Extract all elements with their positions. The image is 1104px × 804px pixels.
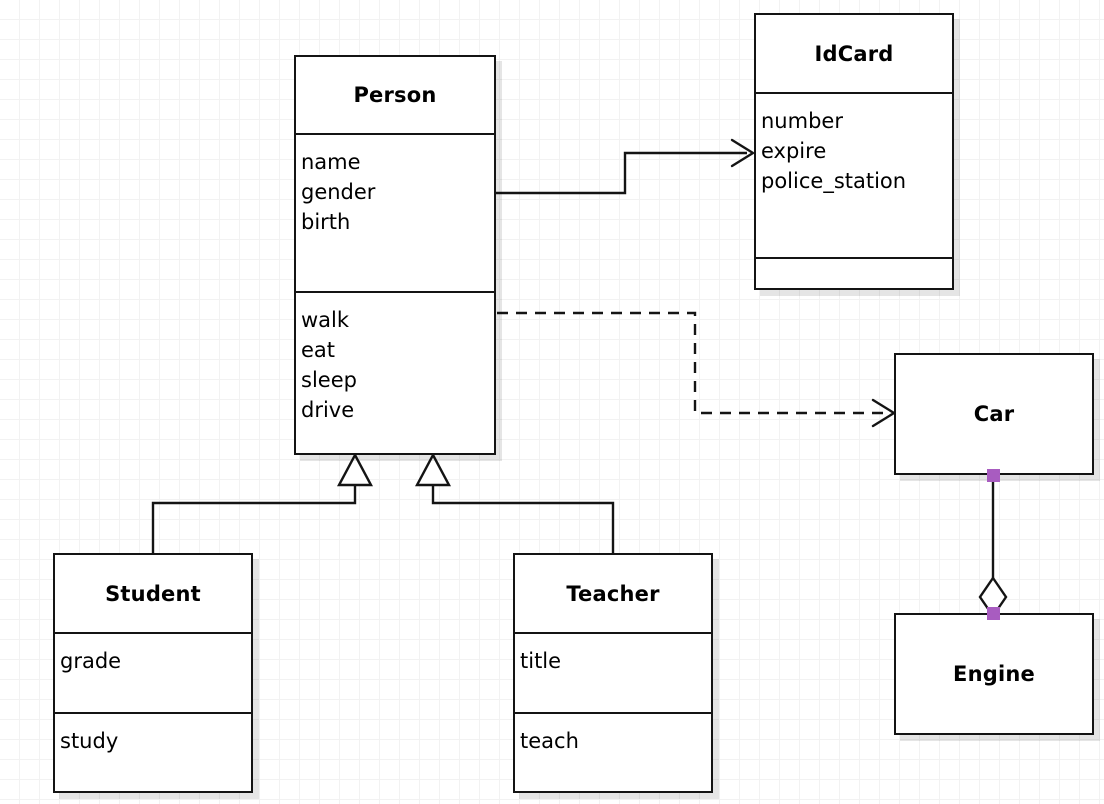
attribute-item: grade [60,649,122,673]
open-arrow-icon [730,138,755,168]
attributes-compartment: title [515,632,711,712]
operations-compartment: walk eat sleep drive [296,291,494,453]
class-box-idcard[interactable]: IdCard number expire police_station [754,13,954,290]
attribute-item: title [520,649,562,673]
class-name-person: Person [353,83,437,107]
operation-item: walk [301,308,350,332]
attribute-item: expire [761,139,827,163]
operations-compartment: teach [515,712,711,791]
attributes-compartment: number expire police_station [756,92,952,257]
class-title-band: Car [896,355,1092,473]
operations-compartment: study [55,712,251,791]
operation-item: teach [520,729,579,753]
operation-item: study [60,729,119,753]
class-name-car: Car [973,402,1015,426]
hollow-triangle-icon [337,452,373,487]
operation-item: eat [301,338,336,362]
attribute-item: police_station [761,169,907,193]
class-box-person[interactable]: Person name gender birth walk eat sleep … [294,55,496,455]
class-name-teacher: Teacher [566,581,660,606]
connection-port-engine[interactable] [987,607,1000,620]
attribute-item: number [761,109,843,133]
class-name-idcard: IdCard [814,41,894,66]
attribute-item: gender [301,180,376,204]
edge-person-idcard[interactable] [496,138,755,195]
class-name-student: Student [105,581,201,606]
edge-person-car[interactable] [497,311,896,428]
attribute-item: name [301,150,361,174]
class-title-band: Person [296,57,494,133]
class-title-band: Teacher [515,555,711,632]
operation-item: drive [301,398,355,422]
class-box-engine[interactable]: Engine [894,613,1094,735]
class-title-band: IdCard [756,15,952,92]
open-arrow-icon [871,398,896,428]
operation-item: sleep [301,368,357,392]
class-title-band: Engine [896,615,1092,733]
attributes-compartment: name gender birth [296,133,494,291]
connection-port-car[interactable] [987,469,1000,482]
edge-teacher-person[interactable] [415,452,615,553]
operations-compartment [756,257,952,288]
class-box-car[interactable]: Car [894,353,1094,475]
edge-car-engine[interactable] [978,475,1008,619]
attributes-compartment: grade [55,632,251,712]
class-box-teacher[interactable]: Teacher title teach [513,553,713,793]
attribute-item: birth [301,210,351,234]
hollow-triangle-icon [415,452,451,487]
class-name-engine: Engine [953,662,1035,686]
class-title-band: Student [55,555,251,632]
class-box-student[interactable]: Student grade study [53,553,253,793]
edge-student-person[interactable] [151,452,373,553]
